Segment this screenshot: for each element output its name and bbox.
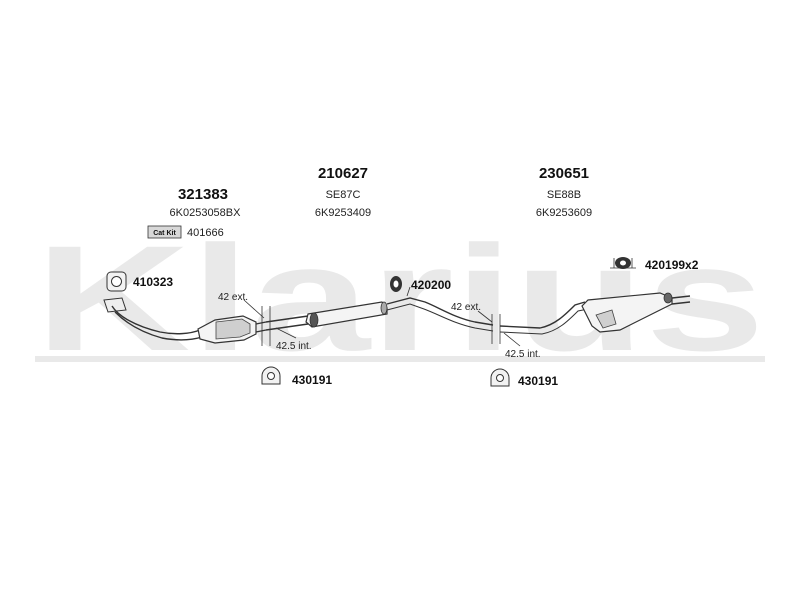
front-pipe (103, 297, 203, 341)
cat-kit-badge-box (147, 225, 182, 239)
cat-kit-badge: Cat Kit (153, 230, 176, 237)
gasket-number: 410323 (133, 275, 173, 289)
middle-number: 210627 (318, 165, 368, 182)
right-joint-int-note: 42.5 int. (505, 349, 541, 360)
rear-inlet-pipe (499, 301, 586, 329)
catalytic-converter-outlet (255, 321, 267, 333)
clamp-left-number: 430191 (292, 373, 332, 387)
middle-box-end-front (309, 312, 319, 328)
rear-inlet-pipe-lower (499, 308, 589, 335)
left-joint-leader-int (275, 327, 297, 339)
rear-ref: 6K9253609 (536, 207, 592, 219)
rubber-mount-icon-hole (393, 280, 399, 288)
rear-silencer-end (663, 292, 673, 304)
left-joint-ext-note: 42 ext. (218, 292, 248, 303)
watermark-bar (35, 356, 765, 362)
left-joint-leader-ext (243, 299, 265, 319)
rubber-mount-number: 420200 (411, 278, 451, 292)
gasket-icon-hole (111, 276, 122, 287)
catalytic-converter-shading (215, 318, 251, 340)
left-joint: 42 ext. 42.5 int. (218, 292, 312, 352)
rubber-mount: 420200 (390, 276, 451, 292)
rear-section (499, 292, 691, 335)
cat-kit-number: 401666 (187, 227, 224, 239)
front-pipe-flange (103, 297, 127, 313)
right-joint: 42 ext. 42.5 int. (451, 302, 541, 360)
cat-kit: Cat Kit 401666 (147, 225, 224, 239)
right-joint-leader-ext (477, 310, 493, 323)
middle-hanger-pin (406, 286, 411, 297)
clamp-right: 430191 (490, 368, 558, 388)
front-pipe-number: 321383 (178, 186, 228, 203)
middle-ref: 6K9253409 (315, 207, 371, 219)
middle-box-end-rear (380, 301, 388, 315)
front-pipe-ref: 6K0253058BX (170, 207, 242, 219)
gasket: 410323 (106, 271, 173, 292)
clamp-left: 430191 (261, 366, 332, 387)
middle-section (265, 286, 494, 332)
front-pipe-tube-lower (114, 311, 203, 341)
rear-number: 230651 (539, 165, 589, 182)
middle-outlet-pipe-lower (386, 303, 494, 332)
hanger: 420199x2 (610, 257, 699, 272)
hanger-icon-hole (620, 260, 626, 266)
clamp-right-icon-hole (496, 374, 504, 382)
clamp-left-icon-hole (267, 372, 275, 380)
middle-inlet-pipe (265, 315, 309, 331)
front-pipe-tube-upper (111, 305, 201, 335)
right-joint-leader-int (503, 332, 521, 347)
rear-silencer-shading (595, 309, 617, 329)
right-joint-ext-note: 42 ext. (451, 302, 481, 313)
middle-box-body (305, 301, 388, 328)
middle-outlet-pipe (386, 297, 494, 326)
hanger-number: 420199x2 (645, 258, 699, 272)
middle-code: SE87C (326, 189, 361, 201)
catalytic-converter (197, 315, 267, 344)
rear-code: SE88B (547, 189, 581, 201)
left-joint-int-note: 42.5 int. (276, 341, 312, 352)
clamp-right-number: 430191 (518, 374, 558, 388)
rear-tailpipe (671, 295, 691, 305)
